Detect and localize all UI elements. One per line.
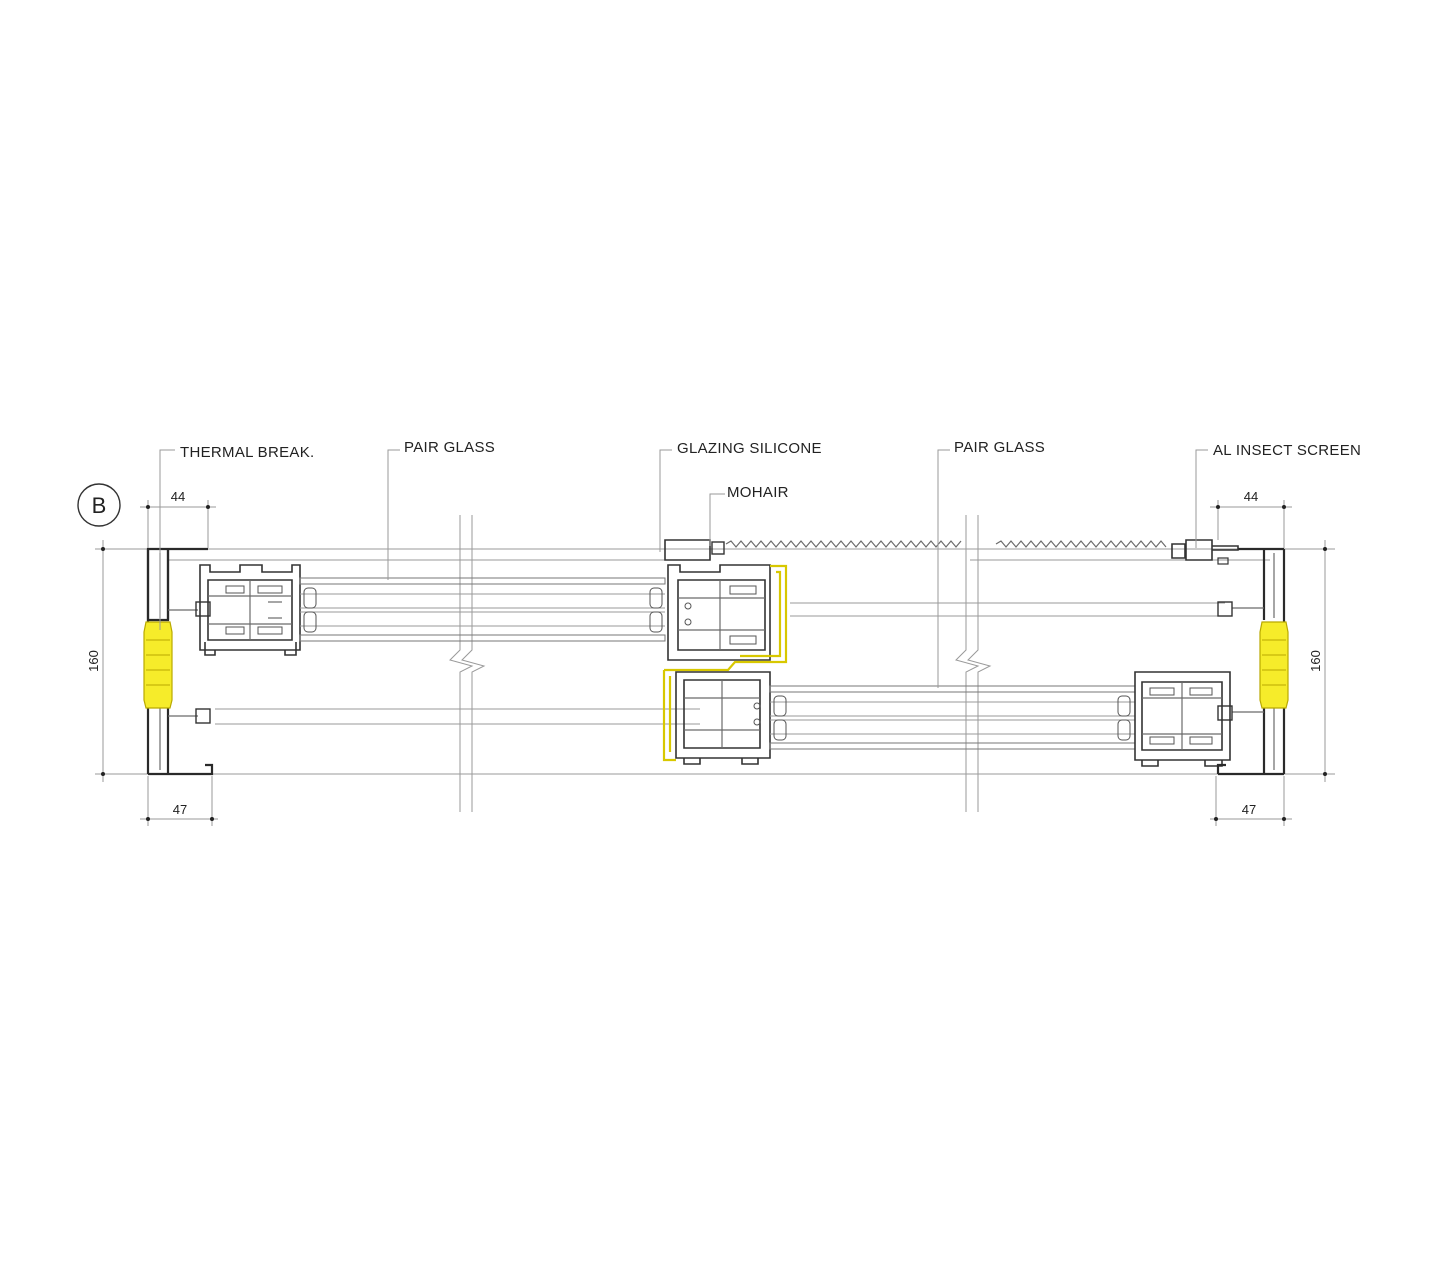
label-thermal-break: THERMAL BREAK. (180, 444, 315, 461)
pair-glass-left (299, 577, 666, 642)
dim-text-bottom-right: 47 (1242, 802, 1256, 817)
dimension-bottom-left: 47 (140, 776, 218, 826)
interlock-reinforcement-upper (664, 564, 788, 672)
label-pair-glass-left: PAIR GLASS (404, 439, 495, 456)
dimension-top-left: 44 (140, 489, 216, 548)
dim-text-height-left: 160 (86, 650, 101, 672)
dimension-height-left: 160 (86, 540, 105, 782)
thermal-break-right (1259, 621, 1289, 709)
leader-lines (159, 449, 1208, 688)
label-pair-glass-right: PAIR GLASS (954, 439, 1045, 456)
left-sash-profile (199, 564, 301, 656)
dim-text-top-right: 44 (1244, 489, 1258, 504)
label-mohair: MOHAIR (727, 484, 789, 501)
break-line-left (449, 515, 486, 812)
dim-text-top-left: 44 (171, 489, 185, 504)
break-line-right (955, 515, 992, 812)
section-tag-letter: B (92, 493, 107, 518)
dim-text-bottom-left: 47 (173, 802, 187, 817)
section-tag: B (77, 483, 121, 527)
label-insect-screen: AL INSECT SCREEN (1213, 442, 1361, 459)
pair-glass-right (769, 685, 1136, 750)
dimension-top-right: 44 (1210, 489, 1292, 548)
dimension-height-right: 160 (1308, 540, 1327, 782)
thermal-break-left (143, 621, 173, 709)
label-glazing-silicone: GLAZING SILICONE (677, 440, 822, 457)
insect-screen-mesh (725, 539, 1239, 565)
right-sash-profile (1134, 671, 1231, 767)
center-interlock-upper (664, 539, 771, 661)
center-interlock-lower (662, 670, 771, 765)
section-extent-lines (95, 548, 1335, 775)
dim-text-height-right: 160 (1308, 650, 1323, 672)
dimension-bottom-right: 47 (1210, 776, 1292, 826)
